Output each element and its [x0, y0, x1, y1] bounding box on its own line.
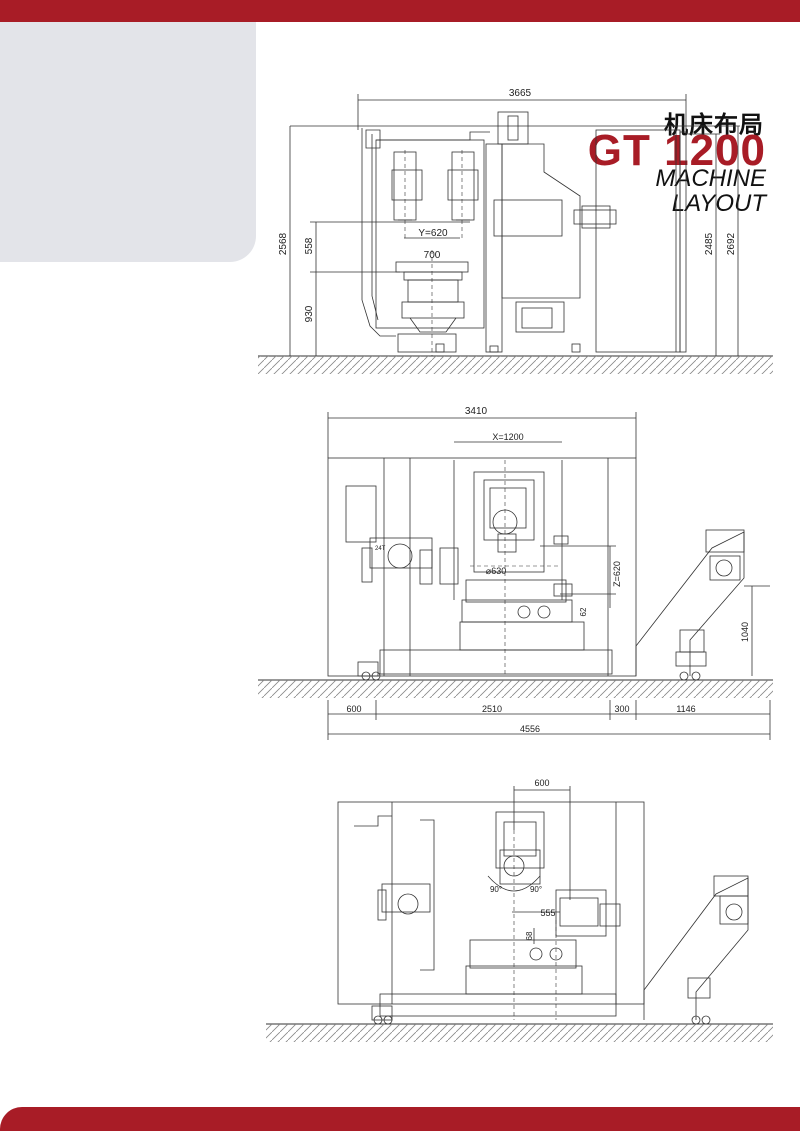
- front-view-drawing: 3410 X=1200 24T ⌀630 Z=620 62 1040 600 2…: [258, 406, 773, 740]
- top-view-drawing: 600 90° 90° 555 68: [266, 778, 773, 1042]
- dim-3410: 3410: [465, 406, 488, 417]
- dim-1040: 1040: [740, 622, 750, 642]
- dim-68: 68: [525, 931, 534, 940]
- dim-700: 700: [424, 250, 441, 261]
- top-accent-bar: [0, 0, 800, 22]
- dim-2510: 2510: [482, 704, 502, 714]
- dim-1146: 1146: [676, 704, 695, 714]
- dim-z-travel: Z=620: [612, 561, 622, 587]
- dim-600-top: 600: [534, 778, 549, 788]
- dim-300: 300: [614, 704, 629, 714]
- dim-table-diameter: ⌀630: [486, 566, 506, 576]
- dim-558: 558: [304, 237, 315, 254]
- title-line-layout: LAYOUT: [671, 190, 766, 217]
- tool-count-label: 24T: [375, 546, 386, 552]
- dim-600-front: 600: [346, 704, 361, 714]
- dim-3665: 3665: [509, 88, 532, 99]
- dim-555: 555: [540, 908, 555, 918]
- title-panel: [0, 22, 256, 262]
- dim-x-travel: X=1200: [492, 432, 523, 442]
- dim-62: 62: [579, 607, 588, 616]
- bottom-accent-bar: [0, 1107, 800, 1131]
- side-view-drawing: 3665 2568 558 930 Y=620 700 2485 2692: [258, 88, 773, 374]
- dim-2568: 2568: [278, 232, 289, 255]
- dim-930: 930: [304, 305, 315, 322]
- title-line-machine: MACHINE: [655, 165, 766, 192]
- dim-2692: 2692: [726, 232, 737, 255]
- dim-y-travel: Y=620: [418, 228, 448, 239]
- dim-2485: 2485: [704, 232, 715, 255]
- angle-left: 90°: [490, 885, 502, 894]
- angle-right: 90°: [530, 885, 542, 894]
- dim-4556: 4556: [520, 724, 540, 734]
